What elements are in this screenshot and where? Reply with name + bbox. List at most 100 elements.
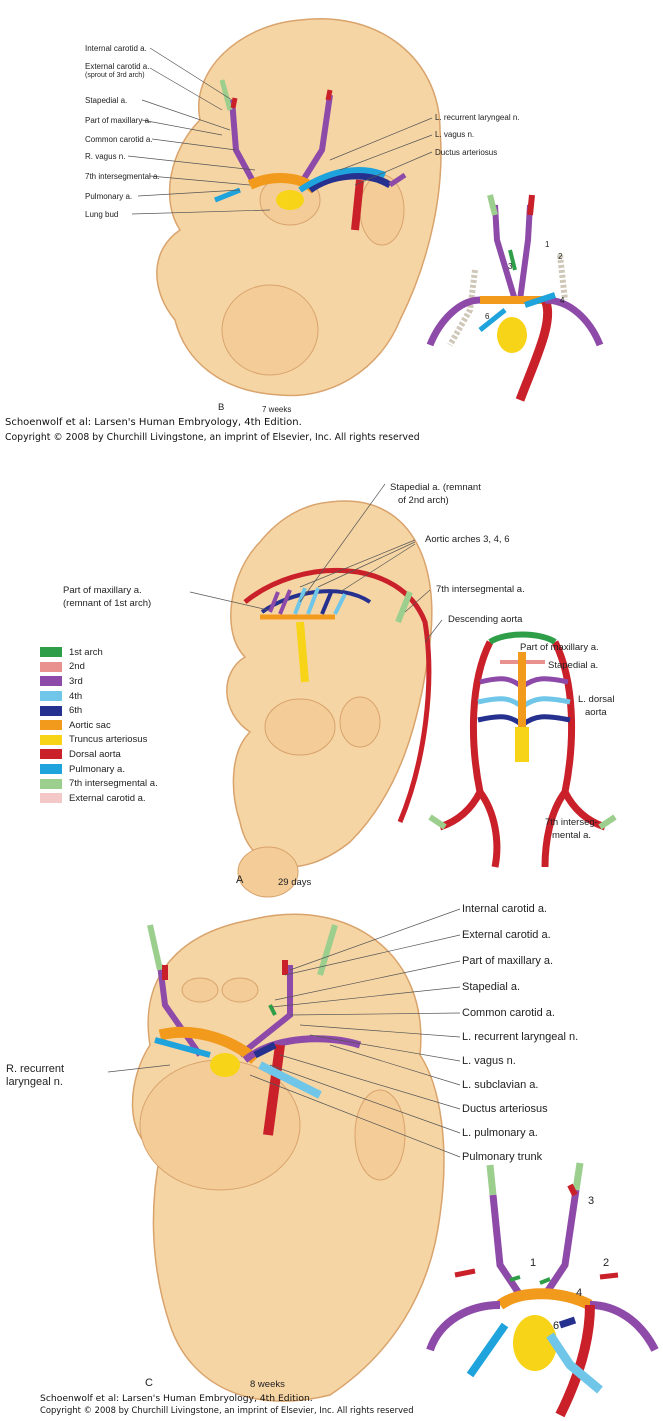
label-aortic-arches-a: Aortic arches 3, 4, 6 — [425, 534, 509, 545]
legend-label: External carotid a. — [69, 793, 146, 804]
label-inset-part-maxillary-a: Part of maxillary a. — [520, 642, 599, 653]
panel-c: Internal carotid a. External carotid a. … — [0, 895, 663, 1421]
label-inset-7th-a-l2: mental a. — [552, 830, 591, 841]
inset-number-3-c: 3 — [588, 1195, 594, 1207]
label-part-maxillary-b: Part of maxillary a. — [85, 116, 151, 125]
legend-swatch — [40, 793, 62, 803]
legend-label: Dorsal aorta — [69, 749, 121, 760]
legend-swatch — [40, 720, 62, 730]
label-stapedial-a-l1: Stapedial a. (remnant — [390, 482, 481, 493]
legend-swatch — [40, 749, 62, 759]
inset-number-4-c: 4 — [576, 1287, 582, 1299]
legend-swatch — [40, 691, 62, 701]
legend-label: 7th intersegmental a. — [69, 778, 158, 789]
legend-label: Truncus arteriosus — [69, 734, 147, 745]
label-common-carotid-b: Common carotid a. — [85, 135, 153, 144]
legend-swatch — [40, 764, 62, 774]
label-l-dorsal-a-l2: aorta — [585, 707, 607, 718]
panel-b-inset — [430, 195, 600, 400]
label-l-vagus-c: L. vagus n. — [462, 1055, 516, 1067]
label-lung-bud-b: Lung bud — [85, 210, 118, 219]
panel-letter-c: C — [145, 1377, 153, 1389]
caption-b-line2: Copyright © 2008 by Churchill Livingston… — [5, 432, 420, 443]
panel-letter-b: B — [218, 402, 224, 413]
label-common-carotid-c: Common carotid a. — [462, 1007, 555, 1019]
label-l-recurrent-c: L. recurrent laryngeal n. — [462, 1031, 578, 1043]
inset-number-6-b: 6 — [485, 312, 489, 321]
legend-swatch — [40, 706, 62, 716]
legend-swatch — [40, 662, 62, 672]
label-7th-intersegmental-b: 7th intersegmental a. — [85, 172, 160, 181]
legend-swatch — [40, 779, 62, 789]
inset-number-3-b: 3 — [508, 262, 512, 271]
panel-c-illustration — [0, 895, 663, 1421]
panel-age-a: 29 days — [278, 877, 311, 888]
legend-row: 3rd — [40, 674, 158, 689]
caption-c-line1: Schoenwolf et al: Larsen's Human Embryol… — [40, 1393, 313, 1404]
legend-row: Truncus arteriosus — [40, 733, 158, 748]
label-stapedial-a-l2: of 2nd arch) — [398, 495, 449, 506]
legend-label: 1st arch — [69, 647, 103, 658]
inset-number-2-b: 2 — [558, 252, 562, 261]
label-inset-7th-a-l1: 7th interseg- — [545, 817, 598, 828]
label-r-recurrent-c-l1: R. recurrent — [6, 1063, 64, 1075]
legend-row: Pulmonary a. — [40, 762, 158, 777]
label-descending-aorta-a: Descending aorta — [448, 614, 522, 625]
panel-a: Stapedial a. (remnant of 2nd arch) Aorti… — [0, 462, 663, 902]
label-l-subclavian-c: L. subclavian a. — [462, 1079, 538, 1091]
label-external-carotid-note-b: (sprout of 3rd arch) — [85, 72, 145, 79]
label-internal-carotid-b: Internal carotid a. — [85, 44, 147, 53]
legend-swatch — [40, 735, 62, 745]
legend-swatch — [40, 676, 62, 686]
legend-row: 4th — [40, 689, 158, 704]
label-l-vagus-b: L. vagus n. — [435, 130, 474, 139]
panel-age-b: 7 weeks — [262, 405, 291, 414]
label-l-pulmonary-c: L. pulmonary a. — [462, 1127, 538, 1139]
inset-number-6-c: 6 — [553, 1320, 559, 1332]
label-part-maxillary-a-l2: (remnant of 1st arch) — [63, 598, 151, 609]
label-r-vagus-b: R. vagus n. — [85, 152, 125, 161]
embryo-body-a — [227, 501, 432, 867]
caption-b-line1: Schoenwolf et al: Larsen's Human Embryol… — [5, 417, 302, 428]
inset-number-1-b: 1 — [545, 240, 549, 249]
panel-b: Internal carotid a. External carotid a. … — [0, 0, 663, 462]
label-pulmonary-trunk-c: Pulmonary trunk — [462, 1151, 542, 1163]
legend-row: 1st arch — [40, 645, 158, 660]
label-r-recurrent-c-l2: laryngeal n. — [6, 1076, 63, 1088]
panel-letter-a: A — [236, 874, 243, 886]
label-part-maxillary-a-l1: Part of maxillary a. — [63, 585, 142, 596]
inset-number-2-c: 2 — [603, 1257, 609, 1269]
panel-age-c: 8 weeks — [250, 1379, 285, 1390]
label-external-carotid-c: External carotid a. — [462, 929, 551, 941]
legend-label: Pulmonary a. — [69, 764, 125, 775]
legend-row: Aortic sac — [40, 718, 158, 733]
legend-label: 2nd — [69, 661, 85, 672]
legend-label: 3rd — [69, 676, 83, 687]
panel-c-inset — [430, 1163, 655, 1415]
legend-row: 7th intersegmental a. — [40, 776, 158, 791]
label-internal-carotid-c: Internal carotid a. — [462, 903, 547, 915]
legend-label: Aortic sac — [69, 720, 111, 731]
legend-swatch — [40, 647, 62, 657]
legend-row: External carotid a. — [40, 791, 158, 806]
label-external-carotid-b: External carotid a. — [85, 62, 149, 71]
label-inset-stapedial-a: Stapedial a. — [548, 660, 598, 671]
label-l-recurrent-b: L. recurrent laryngeal n. — [435, 113, 520, 122]
label-l-dorsal-a-l1: L. dorsal — [578, 694, 614, 705]
legend-row: 6th — [40, 703, 158, 718]
legend-row: Dorsal aorta — [40, 747, 158, 762]
label-7th-intersegmental-a: 7th intersegmental a. — [436, 584, 525, 595]
label-stapedial-c: Stapedial a. — [462, 981, 520, 993]
inset-number-1-c: 1 — [530, 1257, 536, 1269]
label-part-maxillary-c: Part of maxillary a. — [462, 955, 553, 967]
label-ductus-b: Ductus arteriosus — [435, 148, 497, 157]
caption-c-line2: Copyright © 2008 by Churchill Livingston… — [40, 1405, 414, 1415]
legend-label: 6th — [69, 705, 82, 716]
label-ductus-c: Ductus arteriosus — [462, 1103, 548, 1115]
label-stapedial-b: Stapedial a. — [85, 96, 127, 105]
label-pulmonary-b: Pulmonary a. — [85, 192, 132, 201]
legend-label: 4th — [69, 691, 82, 702]
legend-row: 2nd — [40, 660, 158, 675]
inset-number-4-b: 4 — [560, 296, 564, 305]
